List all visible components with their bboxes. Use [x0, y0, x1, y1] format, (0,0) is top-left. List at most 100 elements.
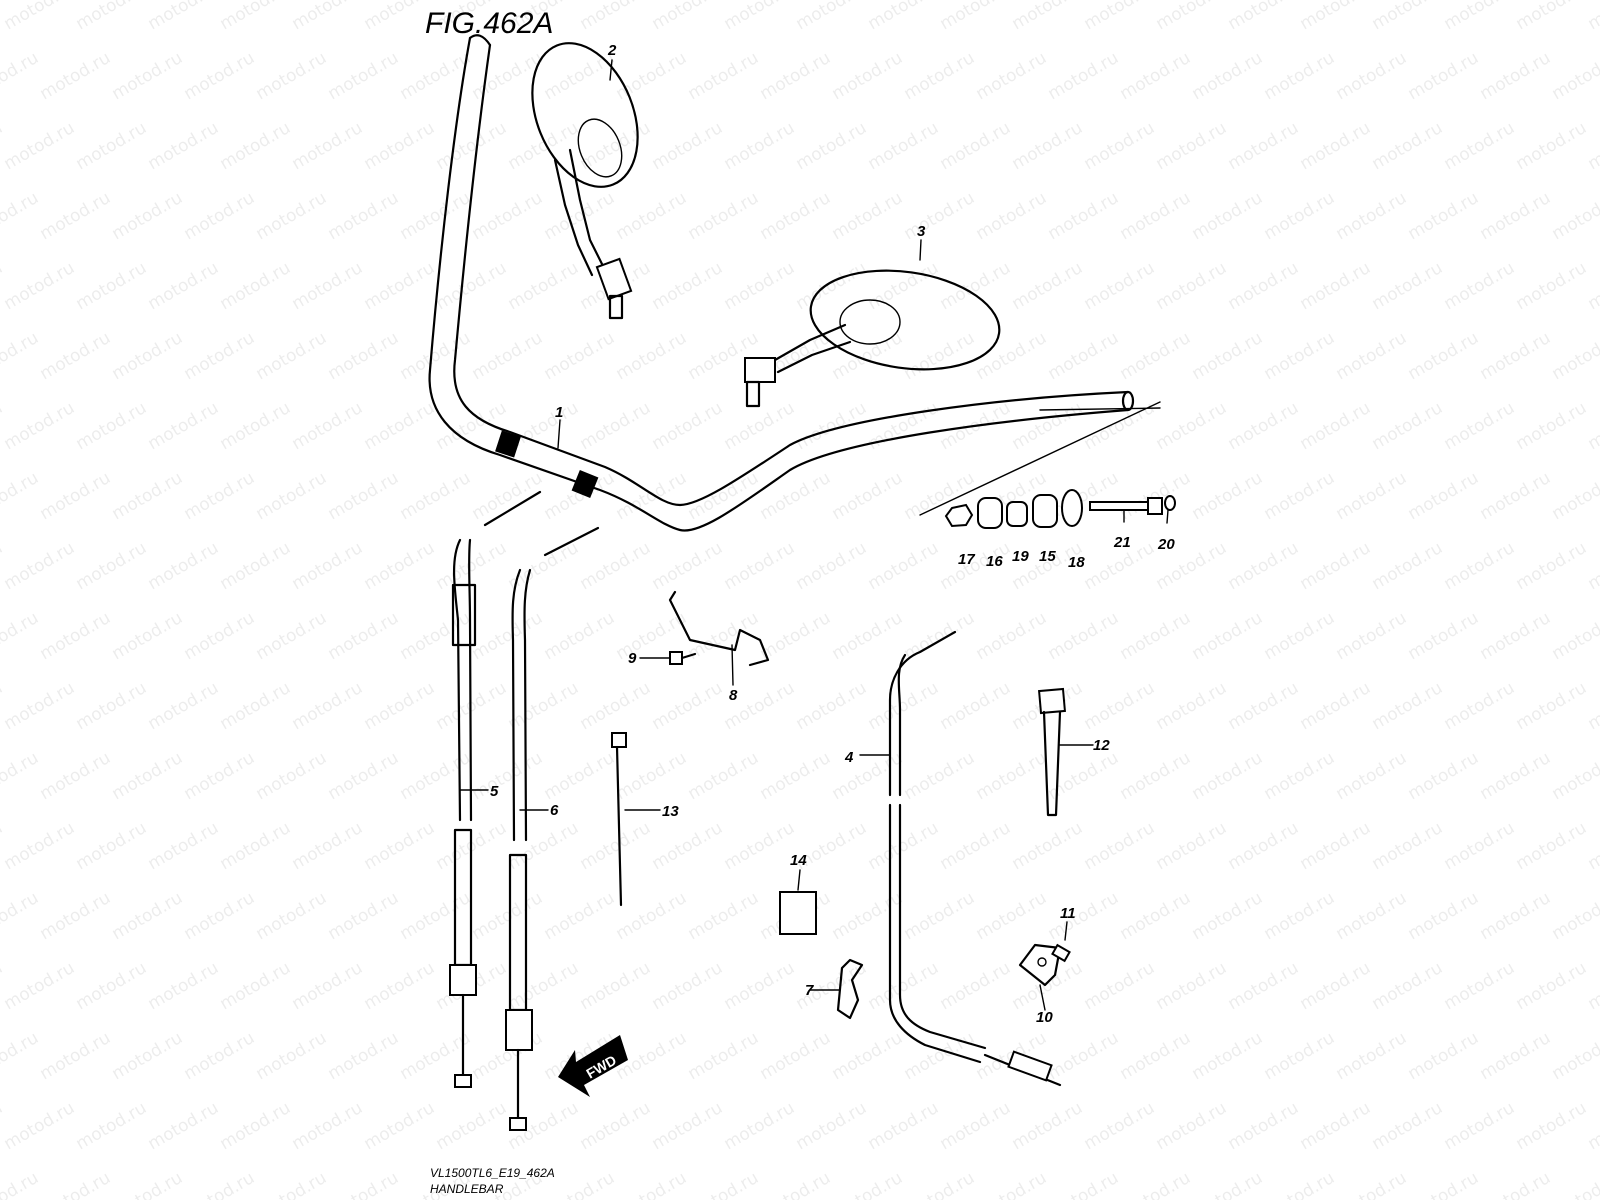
watermark-text: motod.ru: [973, 48, 1051, 104]
label-part-14[interactable]: [779, 891, 817, 935]
watermark-text: motod.ru: [973, 1168, 1051, 1200]
watermark-text: motod.ru: [865, 818, 943, 874]
watermark-text: motod.ru: [1009, 398, 1087, 454]
watermark-text: motod.ru: [1, 0, 79, 34]
watermark-text: motod.ru: [577, 1098, 655, 1154]
watermark-text: motod.ru: [577, 678, 655, 734]
watermark-text: motod.ru: [0, 608, 42, 664]
watermark-text: motod.ru: [73, 398, 151, 454]
watermark-text: motod.ru: [1585, 398, 1600, 454]
watermark-text: motod.ru: [217, 118, 295, 174]
watermark-text: motod.ru: [1369, 538, 1447, 594]
watermark-text: motod.ru: [1, 538, 79, 594]
clutch-cable-part-4[interactable]: [888, 630, 1062, 1087]
watermark-text: motod.ru: [1225, 398, 1303, 454]
watermark-text: motod.ru: [901, 328, 979, 384]
screw-part-21[interactable]: [1089, 497, 1163, 515]
watermark-text: motod.ru: [1441, 258, 1519, 314]
watermark-text: motod.ru: [1225, 118, 1303, 174]
watermark-text: motod.ru: [37, 608, 115, 664]
watermark-text: motod.ru: [73, 958, 151, 1014]
collar-part-19[interactable]: [1006, 501, 1028, 527]
cable-guide-part-8[interactable]: [668, 590, 770, 667]
watermark-text: motod.ru: [1441, 0, 1519, 34]
watermark-text: motod.ru: [1441, 538, 1519, 594]
callout-13: 13: [662, 803, 679, 820]
watermark-text: motod.ru: [1117, 328, 1195, 384]
watermark-text: motod.ru: [1189, 48, 1267, 104]
bolt-part-9[interactable]: [669, 651, 697, 665]
throttle-cable-part-6[interactable]: [505, 526, 600, 1131]
nut-part-17[interactable]: [944, 503, 974, 528]
watermark-text: motod.ru: [1081, 958, 1159, 1014]
watermark-text: motod.ru: [1045, 888, 1123, 944]
watermark-text: motod.ru: [1405, 608, 1483, 664]
clamp-part-7[interactable]: [836, 958, 864, 1020]
watermark-text: motod.ru: [217, 398, 295, 454]
cable-tie-part-12[interactable]: [1038, 687, 1066, 817]
watermark-text: motod.ru: [469, 328, 547, 384]
watermark-text: motod.ru: [757, 188, 835, 244]
callout-14: 14: [790, 852, 807, 869]
watermark-text: motod.ru: [1297, 958, 1375, 1014]
watermark-text: motod.ru: [109, 748, 187, 804]
watermark-text: motod.ru: [1153, 678, 1231, 734]
watermark-text: motod.ru: [253, 1168, 331, 1200]
watermark-text: motod.ru: [937, 1098, 1015, 1154]
watermark-text: motod.ru: [1549, 1028, 1600, 1084]
watermark-text: motod.ru: [469, 188, 547, 244]
watermark-text: motod.ru: [793, 538, 871, 594]
washer-part-20[interactable]: [1164, 495, 1176, 511]
watermark-text: motod.ru: [865, 0, 943, 34]
watermark-text: motod.ru: [793, 258, 871, 314]
mirror-right-part-3[interactable]: [744, 259, 1006, 408]
bolt-part-11[interactable]: [1051, 943, 1071, 963]
watermark-text: motod.ru: [721, 538, 799, 594]
watermark-text: motod.ru: [649, 538, 727, 594]
watermark-text: motod.ru: [1, 678, 79, 734]
callout-16: 16: [986, 553, 1003, 570]
watermark-text: motod.ru: [1369, 398, 1447, 454]
washer-part-18[interactable]: [1061, 489, 1083, 527]
watermark-text: motod.ru: [1369, 0, 1447, 34]
watermark-text: motod.ru: [1405, 48, 1483, 104]
watermark-text: motod.ru: [397, 888, 475, 944]
watermark-text: motod.ru: [541, 748, 619, 804]
watermark-text: motod.ru: [433, 118, 511, 174]
watermark-text: motod.ru: [1297, 818, 1375, 874]
callout-21: 21: [1113, 534, 1131, 551]
watermark-text: motod.ru: [1585, 0, 1600, 34]
rubber-part-16[interactable]: [977, 497, 1003, 529]
watermark-text: motod.ru: [973, 608, 1051, 664]
watermark-text: motod.ru: [577, 398, 655, 454]
watermark-text: motod.ru: [1585, 258, 1600, 314]
handlebar-part-1[interactable]: [428, 34, 1161, 532]
watermark-text: motod.ru: [793, 0, 871, 34]
weight-part-15[interactable]: [1032, 494, 1058, 528]
watermark-text: motod.ru: [1549, 748, 1600, 804]
watermark-text: motod.ru: [253, 468, 331, 524]
watermark-text: motod.ru: [1441, 818, 1519, 874]
mirror-left-part-2[interactable]: [512, 27, 657, 320]
watermark-text: motod.ru: [289, 258, 367, 314]
holder-part-10[interactable]: [1018, 943, 1062, 987]
watermark-text: motod.ru: [1297, 538, 1375, 594]
watermark-text: motod.ru: [1333, 48, 1411, 104]
watermark-text: motod.ru: [1477, 188, 1555, 244]
callout-3: 3: [917, 223, 926, 240]
watermark-text: motod.ru: [1045, 48, 1123, 104]
throttle-cable-part-5[interactable]: [449, 490, 542, 1088]
watermark-text: motod.ru: [721, 118, 799, 174]
watermark-text: motod.ru: [361, 958, 439, 1014]
watermark-text: motod.ru: [1117, 188, 1195, 244]
watermark-text: motod.ru: [613, 888, 691, 944]
watermark-text: motod.ru: [1, 958, 79, 1014]
callout-1: 1: [555, 404, 563, 421]
cable-tie-part-13[interactable]: [611, 732, 627, 907]
watermark-text: motod.ru: [613, 748, 691, 804]
watermark-text: motod.ru: [289, 538, 367, 594]
watermark-text: motod.ru: [721, 0, 799, 34]
watermark-text: motod.ru: [1585, 958, 1600, 1014]
callout-17: 17: [958, 551, 975, 568]
